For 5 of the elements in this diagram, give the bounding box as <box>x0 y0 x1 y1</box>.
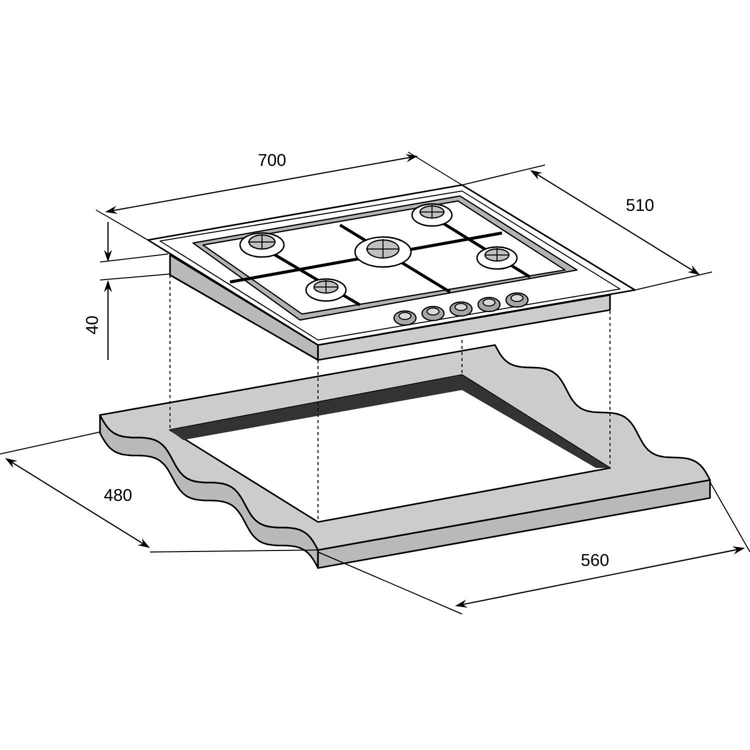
dimension-label: 560 <box>582 554 609 566</box>
dimension-label: 40 <box>86 316 98 334</box>
dimension-label: 480 <box>104 488 132 502</box>
dimension-label: 700 <box>258 154 286 166</box>
dimension-label: 510 <box>626 198 654 212</box>
